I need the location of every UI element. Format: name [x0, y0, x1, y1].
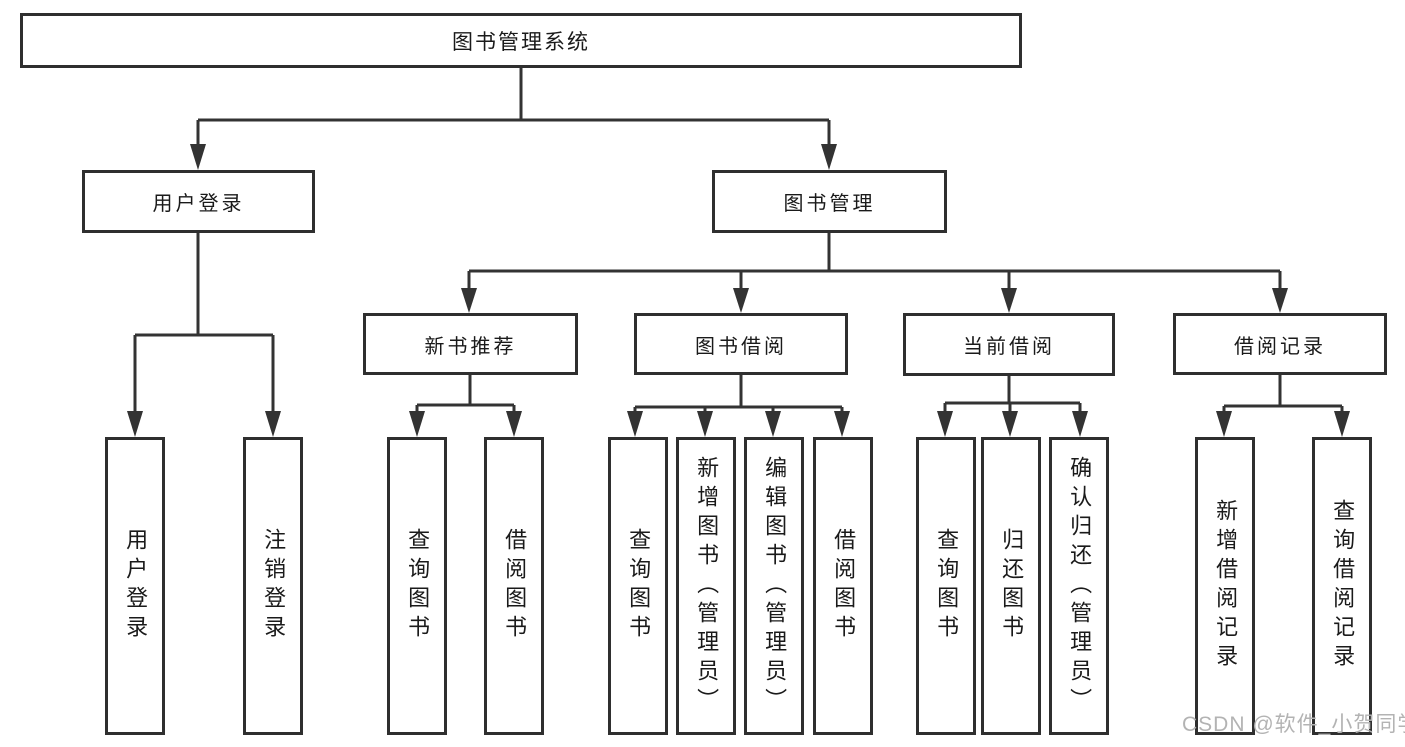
- leaf-label: 注销登录: [261, 528, 287, 644]
- leaf-label: 借阅图书: [502, 528, 528, 644]
- leaf-label: 查询图书: [405, 528, 431, 644]
- leaf-recommend-query-books: 查询图书: [387, 437, 447, 735]
- watermark: CSDN @软件_小贺同学: [1182, 713, 1405, 736]
- leaf-records-add-record: 新增借阅记录: [1195, 437, 1255, 735]
- leaf-records-query-record: 查询借阅记录: [1312, 437, 1372, 735]
- leaf-label: 编辑图书（管理员）: [762, 455, 788, 717]
- node-book-borrow: 图书借阅: [634, 313, 848, 375]
- leaf-recommend-borrow-books: 借阅图书: [484, 437, 544, 735]
- node-new-book-recommend: 新书推荐: [363, 313, 578, 375]
- leaf-borrow-query-books: 查询图书: [608, 437, 668, 735]
- leaf-label: 查询借阅记录: [1330, 499, 1356, 673]
- leaf-label: 用户登录: [123, 528, 149, 644]
- leaf-current-return-books: 归还图书: [981, 437, 1041, 735]
- node-book-management: 图书管理: [712, 170, 947, 233]
- leaf-label: 查询图书: [934, 528, 960, 644]
- leaf-label: 归还图书: [999, 528, 1025, 644]
- leaf-label: 查询图书: [626, 528, 652, 644]
- leaf-borrow-borrow-books: 借阅图书: [813, 437, 873, 735]
- leaf-borrow-add-books-admin: 新增图书（管理员）: [676, 437, 736, 735]
- leaf-logout: 注销登录: [243, 437, 303, 735]
- leaf-user-login: 用户登录: [105, 437, 165, 735]
- leaf-label: 新增图书（管理员）: [694, 455, 720, 717]
- node-user-login: 用户登录: [82, 170, 315, 233]
- node-library-system: 图书管理系统: [20, 13, 1022, 68]
- leaf-label: 借阅图书: [831, 528, 857, 644]
- leaf-current-confirm-return-admin: 确认归还（管理员）: [1049, 437, 1109, 735]
- leaf-label: 新增借阅记录: [1213, 499, 1239, 673]
- node-current-borrow: 当前借阅: [903, 313, 1115, 376]
- leaf-current-query-books: 查询图书: [916, 437, 976, 735]
- node-borrow-records: 借阅记录: [1173, 313, 1387, 375]
- leaf-borrow-edit-books-admin: 编辑图书（管理员）: [744, 437, 804, 735]
- leaf-label: 确认归还（管理员）: [1067, 455, 1093, 717]
